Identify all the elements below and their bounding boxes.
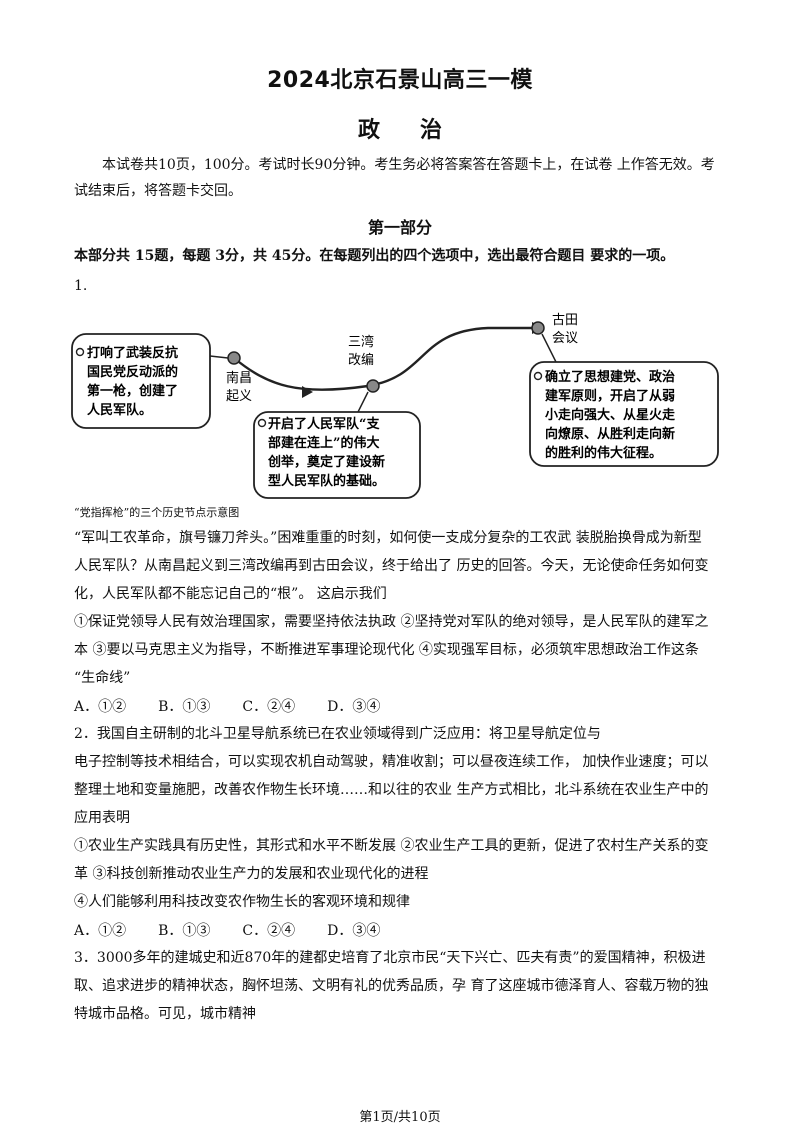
node-nanchang-label-1: 南昌 [226, 370, 252, 386]
box2-line: 型人民军队的基础。 [268, 473, 385, 489]
node-sanwan [366, 379, 380, 393]
option-d[interactable]: D．③④ [327, 923, 381, 939]
q2-line: ①农业生产实践具有历史性，其形式和水平不断发展 ②农业生产工具的更新，促进了农村… [74, 838, 709, 854]
q1-options: A．①② B．①③ C．②④ D．③④ [74, 696, 412, 716]
q1-line: “生命线” [74, 670, 131, 686]
section-instruction: 本部分共 15题，每题 3分，共 45分。在每题列出的四个选项中，选出最符合题目… [74, 248, 675, 264]
party-command-gun-diagram: 南昌 起义 三湾 改编 古田 会议 打响了武装反抗 国民党反动派的 第一枪，创建… [71, 313, 719, 499]
question-1-number: 1. [74, 278, 88, 294]
box3-line: 确立了思想建党、政治 [545, 369, 675, 385]
bullet-icon [533, 371, 543, 381]
bullet-icon [257, 418, 267, 428]
q1-line: 本 ③要以马克思主义为指导，不断推进军事理论现代化 ④实现强军目标，必须筑牢思想… [74, 642, 699, 658]
node-gutian-label-1: 古田 [552, 313, 578, 328]
timeline-curve [233, 326, 538, 391]
q2-options: A．①② B．①③ C．②④ D．③④ [74, 920, 412, 940]
node-nanchang-label-2: 起义 [226, 389, 252, 404]
subject-title: 政治 [357, 117, 482, 143]
box2-line: 部建在连上”的伟大 [268, 435, 379, 451]
exam-title: 2024北京石景山高三一模 [267, 68, 533, 93]
q1-line: “军叫工农革命，旗号镰刀斧头。”困难重重的时刻，如何使一支成分复杂的工农武 装脱… [74, 530, 702, 546]
q1-line: 化，人民军队都不能忘记自己的“根”。 这启示我们 [74, 586, 387, 602]
q2-line: 革 ③科技创新推动农业生产力的发展和农业现代化的进程 [74, 866, 429, 882]
box3-line: 的胜利的伟大征程。 [545, 445, 662, 461]
q2-line: 整理土地和变量施肥，改善农作物生长环境……和以往的农业 生产方式相比，北斗系统在… [74, 782, 709, 798]
page-footer: 第1页/共10页 [359, 1110, 441, 1125]
diagram-caption: “党指挥枪”的三个历史节点示意图 [74, 506, 240, 519]
option-b[interactable]: B．①③ [158, 923, 211, 939]
q1-line: 人民军队？从南昌起义到三湾改编再到古田会议，终于给出了 历史的回答。今天，无论使… [74, 558, 709, 574]
arrow-head-mid [302, 386, 313, 398]
box1-line: 打响了武装反抗 [87, 345, 178, 361]
q2-line: 应用表明 [74, 810, 130, 826]
box1-line: 人民军队。 [87, 402, 152, 418]
option-a[interactable]: A．①② [74, 923, 127, 939]
box1-line: 第一枪，创建了 [87, 383, 178, 399]
q3-line: 取、追求进步的精神状态，胸怀坦荡、文明有礼的优秀品质，孕 育了这座城市德泽育人、… [74, 978, 709, 994]
box3-line: 小走向强大、从星火走 [545, 407, 676, 423]
option-c[interactable]: C．②④ [242, 923, 296, 939]
q3-line: 特城市品格。可见，城市精神 [74, 1006, 256, 1022]
node-gutian [531, 321, 545, 335]
option-c[interactable]: C．②④ [242, 699, 296, 715]
q2-line: ④人们能够利用科技改变农作物生长的客观环境和规律 [74, 894, 410, 910]
section-title: 第一部分 [367, 218, 432, 237]
option-b[interactable]: B．①③ [158, 699, 211, 715]
box2-line: 创举，奠定了建设新 [267, 454, 385, 470]
box3-line: 建军原则，开启了从弱 [545, 388, 675, 404]
bullet-icon [75, 347, 85, 357]
option-a[interactable]: A．①② [74, 699, 127, 715]
q2-line: 电子控制等技术相结合，可以实现农机自动驾驶，精准收割；可以昼夜连续工作， 加快作… [74, 754, 709, 770]
q1-line: ①保证党领导人民有效治理国家，需要坚持依法执政 ②坚持党对军队的绝对领导，是人民… [74, 614, 709, 630]
q2-line: 2．我国自主研制的北斗卫星导航系统已在农业领域得到广泛应用：将卫星导航定位与 [74, 726, 601, 742]
callout-box-sanwan [253, 411, 421, 499]
box1-line: 国民党反动派的 [87, 364, 178, 380]
box2-line: 开启了人民军队“支 [268, 416, 380, 432]
node-gutian-label-2: 会议 [552, 331, 578, 346]
node-sanwan-label-2: 改编 [348, 353, 374, 368]
option-d[interactable]: D．③④ [327, 699, 381, 715]
node-sanwan-label-1: 三湾 [348, 334, 374, 350]
callout-box-gutian [529, 361, 719, 467]
exam-intro: 本试卷共10页，100分。考试时长90分钟。考生务必将答案答在答题卡上，在试卷 … [74, 157, 715, 199]
q3-line: 3．3000多年的建城史和近870年的建都史培育了北京市民“天下兴亡、匹夫有责”… [74, 950, 706, 966]
callout-box-nanchang [71, 333, 211, 429]
node-nanchang [227, 351, 241, 365]
box3-line: 向燎原、从胜利走向新 [545, 426, 675, 442]
